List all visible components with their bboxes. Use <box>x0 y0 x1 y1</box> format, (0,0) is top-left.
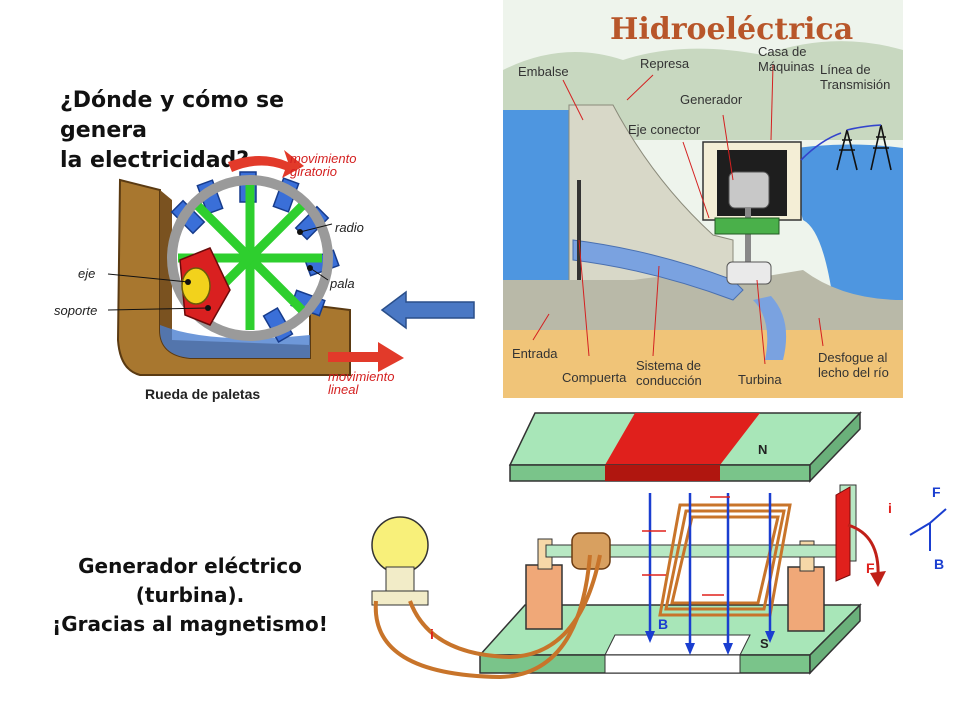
question-line-2: la electricidad? <box>60 148 250 173</box>
hydro-label-represa: Represa <box>640 56 690 71</box>
label-rot-line2: giratorio <box>290 164 337 179</box>
label-movimiento-lineal: movimiento lineal <box>328 370 394 396</box>
hydro-sistema-line2: conducción <box>636 373 702 388</box>
label-eje: eje <box>78 266 96 281</box>
label-soporte: soporte <box>54 303 98 318</box>
label-lin-line1: movimiento <box>328 369 395 384</box>
hydro-label-compuerta: Compuerta <box>562 370 627 385</box>
generator-caption-line2: (turbina). <box>135 583 245 607</box>
hydro-linea-line1: Línea de <box>820 62 871 77</box>
current-i-label-right: i <box>888 500 892 516</box>
hydro-label-generador: Generador <box>680 92 743 107</box>
hydro-desfogue-line2: lecho del río <box>818 365 889 380</box>
hydro-casa-line1: Casa de <box>758 44 807 59</box>
hydroelectric-diagram <box>503 0 903 398</box>
vector-f-label: F <box>932 484 941 500</box>
vector-b-label: B <box>934 556 945 572</box>
generator-diagram <box>371 411 947 680</box>
hydro-label-embalse: Embalse <box>518 64 569 79</box>
label-rot-line1: movimiento <box>290 151 357 166</box>
hydro-label-turbina: Turbina <box>738 372 782 387</box>
hydro-label-sistema: Sistema de conducción <box>636 358 702 388</box>
hydro-label-linea: Línea de Transmisión <box>820 62 890 92</box>
label-lin-line2: lineal <box>328 382 359 397</box>
label-pala: pala <box>330 276 355 291</box>
waterwheel-diagram <box>107 150 404 376</box>
field-b-label: B <box>658 616 669 632</box>
hydro-sistema-line1: Sistema de <box>636 358 702 373</box>
question-line-1: ¿Dónde y cómo se genera <box>60 88 284 143</box>
generator-caption: Generador eléctrico (turbina). ¡Gracias … <box>40 552 340 639</box>
generator-caption-line3: ¡Gracias al magnetismo! <box>52 612 328 636</box>
hydro-desfogue-line1: Desfogue al <box>818 350 888 365</box>
waterwheel-title: Rueda de paletas <box>145 386 261 402</box>
label-radio: radio <box>335 220 364 235</box>
arrow-left-icon <box>380 290 475 330</box>
generator-caption-line1: Generador eléctrico <box>78 554 302 578</box>
hydro-label-eje-conector: Eje conector <box>628 122 701 137</box>
hydro-casa-line2: Máquinas <box>758 59 815 74</box>
hydro-label-casa-maquinas: Casa de Máquinas <box>758 44 814 74</box>
hydro-label-desfogue: Desfogue al lecho del río <box>818 350 889 380</box>
hydro-linea-line2: Transmisión <box>820 77 891 92</box>
magnet-north-label: N <box>758 442 768 457</box>
current-i-label-bottom: i <box>430 626 434 642</box>
hydro-title: Hidroeléctrica <box>610 12 854 47</box>
force-f-label-bottom: F <box>866 560 875 576</box>
label-movimiento-giratorio: movimiento giratorio <box>290 152 356 178</box>
magnet-south-label: S <box>760 636 769 651</box>
question-title: ¿Dónde y cómo se genera la electricidad? <box>60 86 360 176</box>
hydro-label-entrada: Entrada <box>512 346 558 361</box>
